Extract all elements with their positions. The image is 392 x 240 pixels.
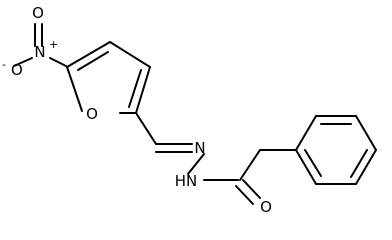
bond-c3-c2-inner (128, 69, 142, 108)
bond-c3-c2 (135, 66, 151, 114)
bond-n-c5 (49, 57, 67, 67)
bond-c5-c4-inner (77, 51, 109, 71)
atom-o-left: O (11, 61, 23, 79)
atom-o-carbonyl: O (260, 198, 272, 216)
bond-ph-6-1-inner (304, 149, 322, 177)
atom-nh-hydrazide: HN (175, 172, 198, 190)
bond-ph-4-5 (355, 149, 377, 185)
bond-c4-c3 (109, 41, 151, 68)
bond-c2-ch (135, 112, 157, 145)
bond-co-o-double (235, 185, 254, 205)
charge-o-minus: - (2, 58, 6, 71)
bond-o-c5 (66, 66, 83, 112)
atom-o-furan: O (86, 105, 98, 123)
bond-ph-3-4 (355, 115, 377, 151)
bond-c5-c4 (66, 41, 111, 68)
atom-n-nitro: N (34, 43, 45, 61)
bond-n-nh (187, 153, 205, 175)
bond-co-o (242, 179, 261, 199)
bond-ph-1-2 (295, 115, 317, 151)
bond-co-ch2 (239, 149, 261, 181)
structure-canvas: O N + - O O N HN O (2, 4, 377, 216)
charge-n-plus: + (49, 38, 58, 51)
atom-n-imine: N (194, 139, 205, 157)
bond-ph-4-5-inner (350, 149, 368, 178)
bond-ph-6-1 (295, 149, 317, 185)
bond-n-o-left (13, 57, 33, 67)
atom-o-top: O (32, 4, 44, 22)
molecule-diagram: O N + - O O N HN O (2, 4, 377, 216)
